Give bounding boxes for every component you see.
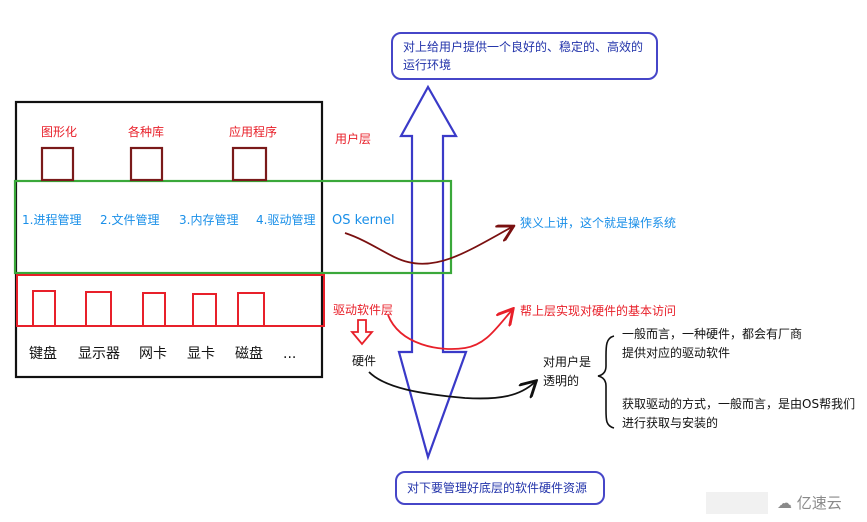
note-vendor-2: 提供对应的驱动软件 <box>622 346 731 360</box>
kernel-curve <box>344 227 512 265</box>
top-info-box: 对上给用户提供一个良好的、稳定的、高效的 运行环境 <box>391 32 658 80</box>
label-transparent-1: 对用户是 <box>543 355 592 369</box>
note-vendor-1: 一般而言，一种硬件，都会有厂商 <box>622 327 803 341</box>
note-obtain-2: 进行获取与安装的 <box>622 416 719 430</box>
driver-curve <box>387 310 512 350</box>
driver-square-3 <box>142 292 166 327</box>
label-display: 显示器 <box>78 346 120 362</box>
driver-square-1 <box>32 290 56 327</box>
driver-square-5 <box>237 292 265 327</box>
cloud-icon: ☁ <box>777 494 792 512</box>
note-driver-access: 帮上层实现对硬件的基本访问 <box>520 304 677 318</box>
driver-down-arrow <box>350 319 374 346</box>
label-driver-layer: 驱动软件层 <box>333 303 394 317</box>
label-file-mgmt: 2.文件管理 <box>100 213 160 227</box>
label-gpu: 显卡 <box>187 346 215 362</box>
watermark-text: 亿速云 <box>796 494 842 512</box>
label-keyboard: 键盘 <box>29 346 57 362</box>
label-memory-mgmt: 3.内存管理 <box>179 213 239 227</box>
note-obtain-1: 获取驱动的方式，一般而言，是由OS帮我们 <box>622 397 856 411</box>
driver-square-2 <box>85 291 112 327</box>
label-driver-mgmt: 4.驱动管理 <box>256 213 316 227</box>
label-process-mgmt: 1.进程管理 <box>22 213 82 227</box>
system-outer-box <box>14 100 324 379</box>
top-box-line-2: 运行环境 <box>403 58 452 72</box>
label-libraries: 各种库 <box>128 125 165 139</box>
label-user-layer: 用户层 <box>335 132 372 146</box>
label-os-kernel: OS kernel <box>332 213 395 228</box>
hardware-curve <box>368 371 535 400</box>
label-transparent-2: 透明的 <box>543 374 580 388</box>
user-square-graphics <box>40 146 75 182</box>
curly-brace <box>597 335 615 429</box>
watermark-logo: ☁ 亿速云 <box>777 492 842 513</box>
label-nic: 网卡 <box>139 346 167 362</box>
note-narrow-os: 狭义上讲，这个就是操作系统 <box>520 216 677 230</box>
user-square-apps <box>231 146 268 182</box>
user-square-libraries <box>129 146 164 182</box>
label-hardware: 硬件 <box>352 354 377 368</box>
bottom-info-box: 对下要管理好底层的软件硬件资源 <box>395 471 605 505</box>
label-apps: 应用程序 <box>229 125 278 139</box>
top-box-line-1: 对上给用户提供一个良好的、稳定的、高效的 <box>403 40 644 54</box>
label-disk: 磁盘 <box>235 346 263 362</box>
driver-layer-box <box>16 274 325 327</box>
bottom-box-text: 对下要管理好底层的软件硬件资源 <box>407 481 588 495</box>
watermark-blur <box>706 492 768 514</box>
label-more: ... <box>283 346 297 362</box>
driver-square-4 <box>192 293 217 327</box>
label-graphics: 图形化 <box>41 125 78 139</box>
